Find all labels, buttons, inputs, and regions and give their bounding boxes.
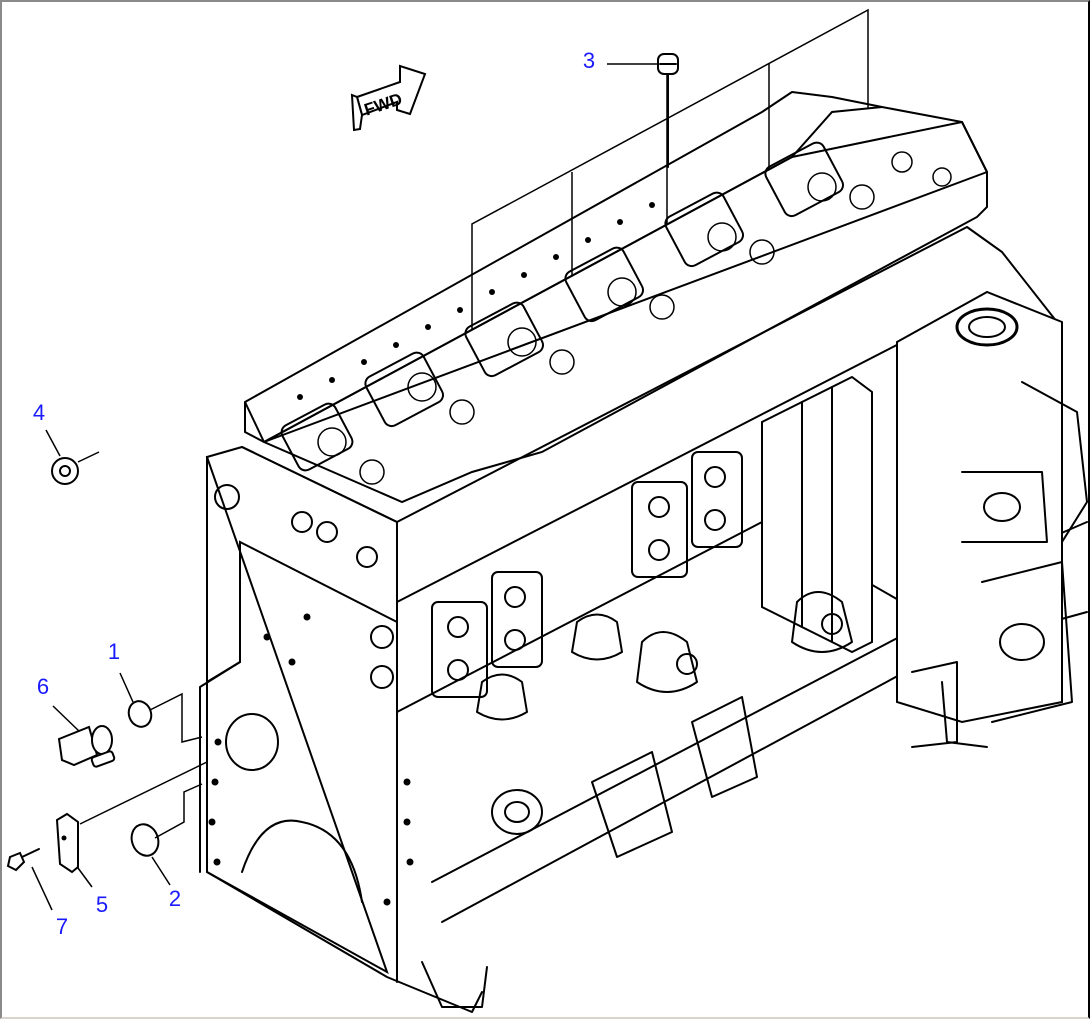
part-1-plug[interactable] bbox=[119, 672, 203, 743]
callout-2[interactable]: 2 bbox=[168, 886, 182, 911]
part-2-plug[interactable] bbox=[127, 783, 203, 886]
callout-6[interactable]: 6 bbox=[36, 674, 50, 699]
part-6-sensor[interactable] bbox=[52, 705, 116, 768]
callout-3[interactable]: 3 bbox=[582, 48, 596, 73]
cylinder-block bbox=[199, 226, 1088, 1013]
callout-5[interactable]: 5 bbox=[95, 892, 109, 917]
callout-1[interactable]: 1 bbox=[107, 639, 121, 664]
callout-4[interactable]: 4 bbox=[32, 400, 46, 425]
part-3-nut[interactable] bbox=[607, 53, 679, 168]
forward-arrow-icon: FWD bbox=[350, 64, 427, 132]
part-4-fitting[interactable] bbox=[45, 429, 100, 485]
part-7-bolt[interactable] bbox=[6, 848, 53, 911]
cylinder-head bbox=[244, 91, 988, 504]
part-5-bracket[interactable] bbox=[55, 761, 208, 888]
callout-7[interactable]: 7 bbox=[55, 914, 69, 939]
